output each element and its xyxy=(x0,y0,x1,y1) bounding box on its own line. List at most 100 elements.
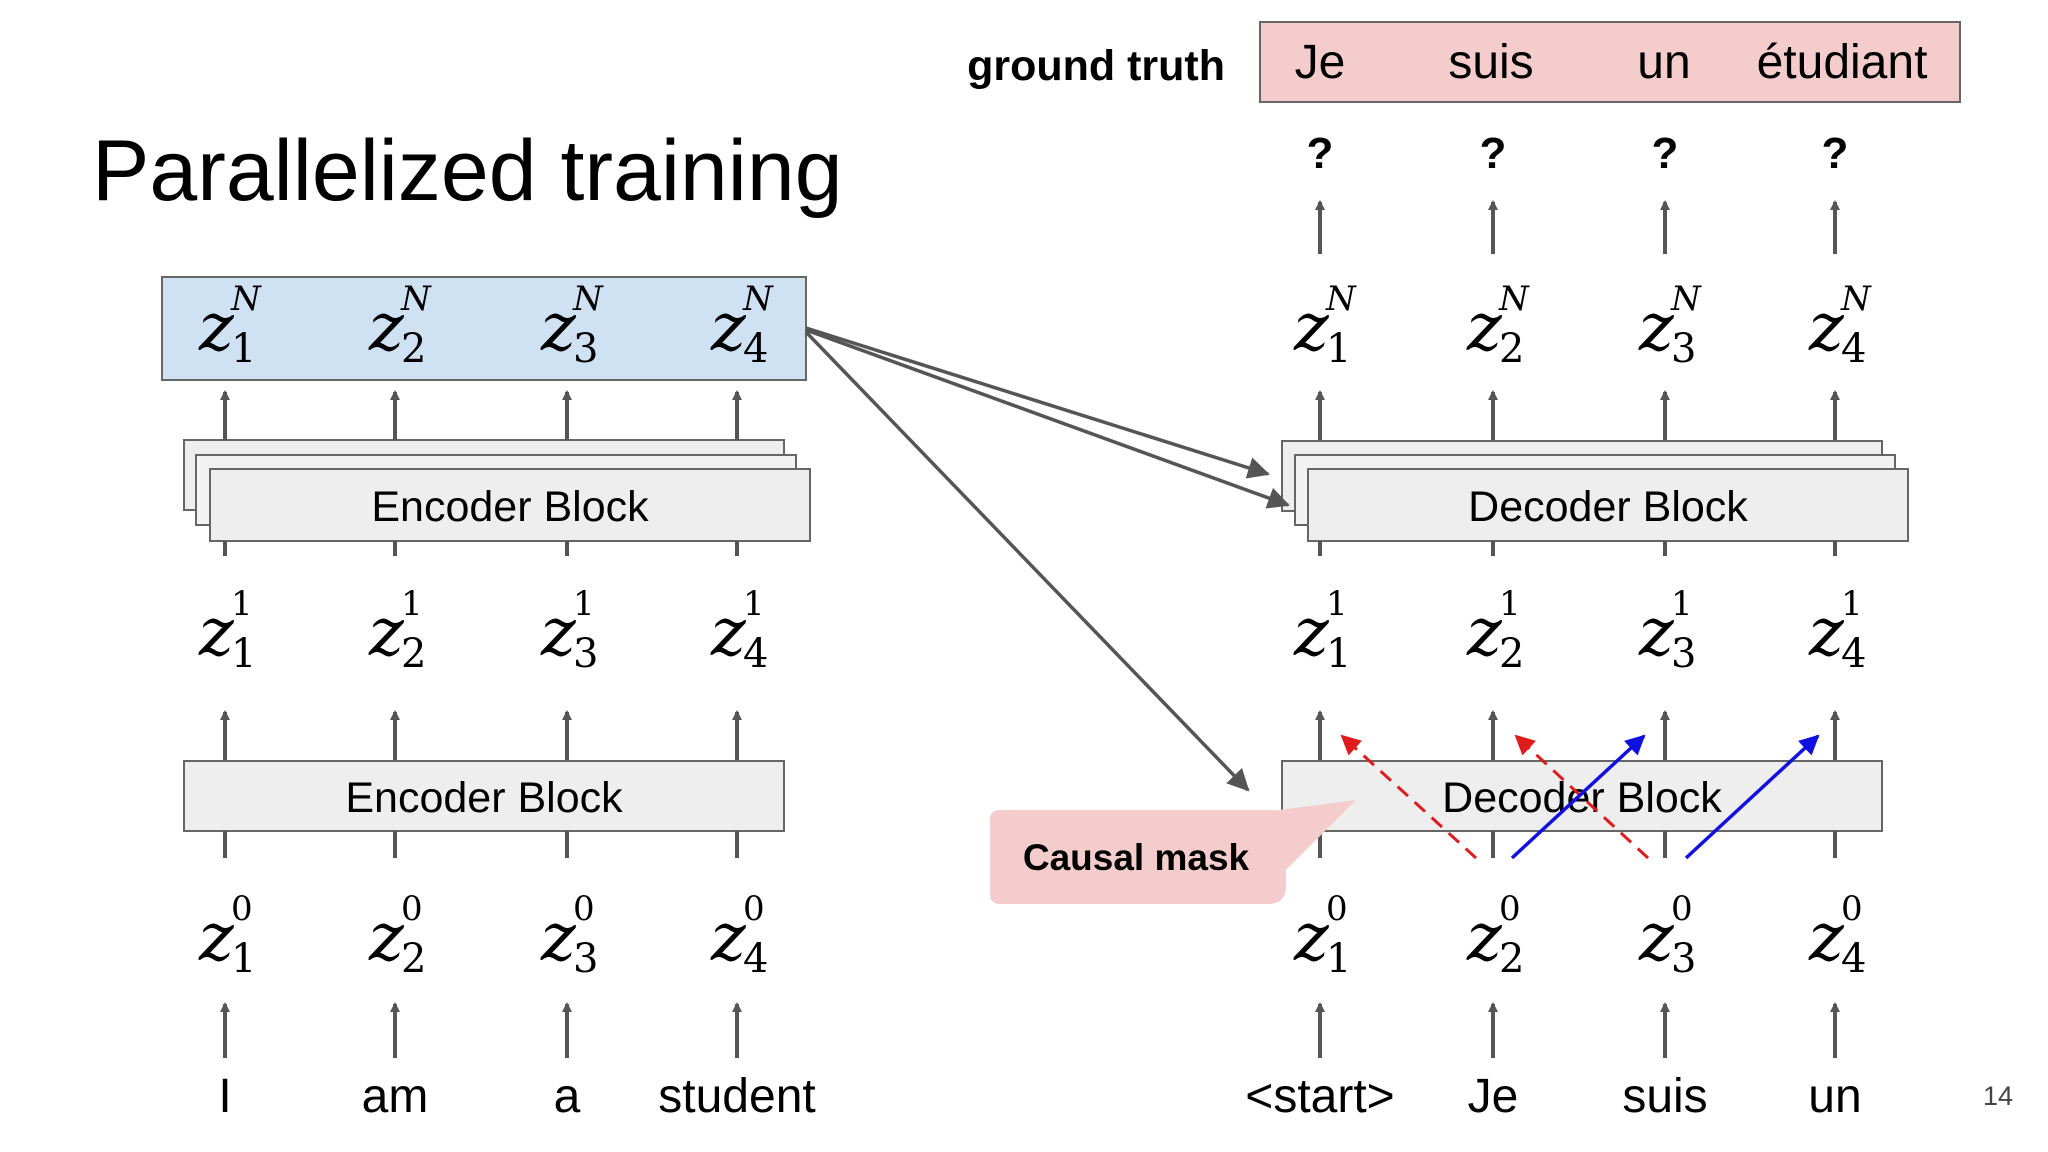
decoder-block-top-label: Decoder Block xyxy=(1468,483,1748,531)
decoder-hidden-z1: z11 xyxy=(1293,584,1351,677)
cross-attention-arrows xyxy=(804,326,1290,792)
encoder-output-z1: zN1 xyxy=(198,279,262,372)
decoder-output-z4-sup: N xyxy=(1840,279,1872,319)
decoder-input-z4: z0 4 xyxy=(1808,889,1866,982)
decoder-input-z4-var: z xyxy=(1808,899,1845,976)
encoder-input-z4: z04 xyxy=(710,889,768,982)
decoder-hidden-z3: z13 xyxy=(1638,584,1696,677)
encoder-output-box xyxy=(161,276,807,381)
decoder-output-z4-sub: 4 xyxy=(1841,326,1866,372)
ground-truth-token-2: suis xyxy=(1448,36,1533,89)
decoder-block-stack: Decoder Block xyxy=(1281,440,1909,542)
decoder-hidden-z2-sup: 1 xyxy=(1499,584,1521,624)
encoder-input-z3-sup: 0 xyxy=(573,889,595,929)
encoder-block-stack: Encoder Block xyxy=(183,439,811,542)
encoder-hidden-z4-sup: 1 xyxy=(743,584,765,624)
decoder-input-z2-sub: 2 xyxy=(1499,936,1524,982)
encoder-hidden-z1-sup: 1 xyxy=(231,584,253,624)
decoder-input-z3-sub: 3 xyxy=(1671,936,1696,982)
encoder-output-z4: zN 4 xyxy=(710,279,774,372)
encoder-block-top-label: Encoder Block xyxy=(371,483,649,531)
decoder-output-z4-var: z xyxy=(1808,289,1845,366)
decoder-output-z2-sub: 2 xyxy=(1499,326,1524,372)
encoder-hidden-z3-sub: 3 xyxy=(573,631,598,677)
encoder-input-z2-var: z xyxy=(368,899,405,976)
decoder-output-z2-sup: N xyxy=(1498,279,1530,319)
encoder-output-z2-var: z xyxy=(368,289,405,366)
encoder-output-z3: zN 3 xyxy=(540,279,604,372)
encoder-output-z3-var: z xyxy=(540,289,577,366)
encoder-output-z1-sub: 1 xyxy=(231,326,256,372)
decoder-input-z3-sup: 0 xyxy=(1671,889,1693,929)
encoder-input-z3: z03 xyxy=(540,889,598,982)
cross-arrow-to-stack-back xyxy=(805,326,1270,479)
encoder-output-z3-sup: N xyxy=(572,279,604,319)
encoder-hidden-z3: z13 xyxy=(540,584,598,677)
encoder-token-1: I xyxy=(218,1070,231,1123)
page-number: 14 xyxy=(1983,1081,2013,1111)
decoder-token-2: Je xyxy=(1468,1070,1519,1123)
encoder-output-z2-sub: 2 xyxy=(401,326,426,372)
decoder-hidden-z4-sup: 1 xyxy=(1841,584,1863,624)
ground-truth-token-4: étudiant xyxy=(1757,36,1928,89)
encoder-input-z2-sup: 0 xyxy=(401,889,423,929)
decoder-input-z2-sup: 0 xyxy=(1499,889,1521,929)
decoder-hidden-z3-sup: 1 xyxy=(1671,584,1693,624)
decoder-output-z3: zN3 xyxy=(1638,279,1702,372)
encoder-token-3: a xyxy=(554,1070,581,1123)
encoder-hidden-z2-sup: 1 xyxy=(401,584,423,624)
decoder-hidden-z2-sub: 2 xyxy=(1499,631,1524,677)
encoder-output-z3-sub: 3 xyxy=(573,326,598,372)
decoder-input-z1-sub: 1 xyxy=(1326,936,1351,982)
encoder-input-z1-sub: 1 xyxy=(231,936,256,982)
decoder-input-z4-sub: 4 xyxy=(1841,936,1866,982)
encoder-input-z1: z0 1 xyxy=(198,889,256,982)
ground-truth-box xyxy=(1259,21,1961,103)
encoder-hidden-z4-var: z xyxy=(710,594,747,671)
decoder-input-z1-sup: 0 xyxy=(1326,889,1348,929)
encoder-input-z2: z02 xyxy=(368,889,426,982)
decoder-output-z2-var: z xyxy=(1466,289,1503,366)
encoder-output-z1-var: z xyxy=(198,289,235,366)
decoder-block-first: Decoder Block xyxy=(1281,760,1883,832)
encoder-input-z4-sub: 4 xyxy=(743,936,768,982)
encoder-output-z4-sub: 4 xyxy=(743,326,768,372)
decoder-hidden-z2: z12 xyxy=(1466,584,1524,677)
encoder-input-z4-sup: 0 xyxy=(743,889,765,929)
mask-red-dashed-2-to-1 xyxy=(1340,734,1478,860)
encoder-input-z3-var: z xyxy=(540,899,577,976)
slide-title: Parallelized training xyxy=(92,123,843,219)
encoder-hidden-z3-var: z xyxy=(540,594,577,671)
decoder-input-z2: z02 xyxy=(1466,889,1524,982)
encoder-output-z4-sup: N xyxy=(742,279,774,319)
decoder-input-z1: z01 xyxy=(1293,889,1351,982)
encoder-hidden-z4: z14 xyxy=(710,584,768,677)
encoder-input-z1-sup: 0 xyxy=(231,889,253,929)
prediction-mark-4: ? xyxy=(1822,129,1849,178)
encoder-token-2: am xyxy=(362,1070,429,1123)
decoder-hidden-z4-var: z xyxy=(1808,594,1845,671)
encoder-input-z1-var: z xyxy=(198,899,235,976)
decoder-token-4: un xyxy=(1808,1070,1861,1123)
encoder-output-z2: zN 2 xyxy=(368,279,432,372)
causal-mask-label: Causal mask xyxy=(1023,837,1250,878)
decoder-token-1: <start> xyxy=(1245,1070,1394,1123)
cross-arrow-to-stack-front xyxy=(805,328,1290,509)
decoder-input-z4-sup: 0 xyxy=(1841,889,1863,929)
encoder-hidden-z2-var: z xyxy=(368,594,405,671)
decoder-output-z3-sub: 3 xyxy=(1671,326,1696,372)
mask-blue-3-to-4 xyxy=(1684,734,1820,860)
causal-mask-callout: Causal mask xyxy=(990,800,1356,904)
encoder-hidden-z1-sub: 1 xyxy=(231,631,256,677)
encoder-output-z2-sup: N xyxy=(400,279,432,319)
decoder-hidden-z1-var: z xyxy=(1293,594,1330,671)
encoder-output-z4-var: z xyxy=(710,289,747,366)
decoder-input-z3-var: z xyxy=(1638,899,1675,976)
decoder-block-top xyxy=(1307,468,1909,542)
decoder-output-z2: zN 2 xyxy=(1466,279,1530,372)
decoder-output-z3-var: z xyxy=(1638,289,1675,366)
encoder-hidden-z2-sub: 2 xyxy=(401,631,426,677)
causal-mask-lines xyxy=(1340,734,1820,860)
ground-truth-label: ground truth xyxy=(967,42,1225,90)
